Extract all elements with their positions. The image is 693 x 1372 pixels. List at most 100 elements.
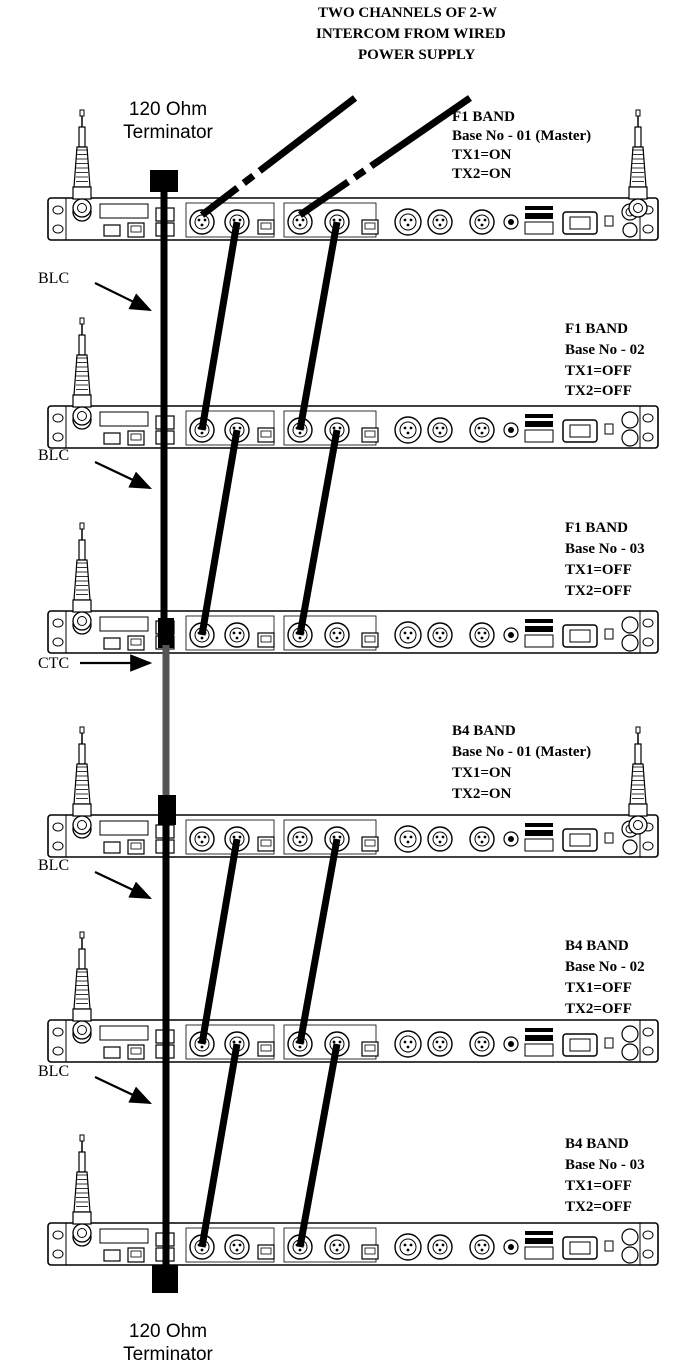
tx2-status: TX2=OFF (565, 582, 632, 601)
band-label: B4 BAND (565, 937, 629, 956)
band-label: F1 BAND (565, 519, 628, 538)
intercom-2-cable (300, 430, 337, 635)
rj45-jack (128, 1045, 144, 1059)
rj45-jack (128, 840, 144, 854)
blc-label-2: BLC (38, 447, 69, 465)
telex-logo (525, 823, 553, 827)
rj45-jack (258, 220, 274, 234)
transmit-jack (623, 223, 637, 237)
model-display (100, 412, 148, 426)
mounting-hole (53, 206, 63, 214)
ctc-connector (158, 795, 176, 825)
mounting-hole (643, 1028, 653, 1036)
mounting-hole (53, 414, 63, 422)
rj45-jack (362, 428, 378, 442)
model-display (100, 1026, 148, 1040)
relay-contact-jack (104, 842, 120, 853)
telex-logo (525, 206, 553, 210)
base-number-label: Base No - 01 (Master) (452, 127, 591, 146)
rj45-jack (362, 1042, 378, 1056)
telex-logo (525, 1028, 553, 1032)
band-label: F1 BAND (565, 320, 628, 339)
relay-contact-jack (104, 1047, 120, 1058)
rj45-jack (128, 636, 144, 650)
tx2-status: TX2=OFF (565, 382, 632, 401)
mounting-hole (53, 619, 63, 627)
blc-arrow-2 (95, 462, 150, 488)
intercom-2-cable (300, 839, 337, 1044)
mounting-hole (53, 1028, 63, 1036)
weee-icon (605, 629, 613, 639)
tx2-status: TX2=ON (452, 785, 511, 804)
antenna-icon (73, 1135, 91, 1242)
band-label: F1 BAND (452, 108, 515, 127)
mounting-hole (643, 842, 653, 850)
blc-arrow-3 (95, 872, 150, 898)
model-display (100, 821, 148, 835)
ctc-label: CTC (38, 655, 69, 673)
rj45-jack (258, 633, 274, 647)
mounting-hole (53, 1047, 63, 1055)
mounting-hole (643, 414, 653, 422)
weee-icon (605, 424, 613, 434)
blc-label-3: BLC (38, 857, 69, 875)
rj45-jack (362, 837, 378, 851)
mounting-hole (643, 433, 653, 441)
terminator-bottom-line-1: 120 Ohm (108, 1320, 228, 1343)
antenna-icon (73, 318, 91, 425)
telex-logo (525, 619, 553, 623)
mounting-hole (643, 619, 653, 627)
terminator-top-line-1: 120 Ohm (108, 98, 228, 121)
tx1-status: TX1=OFF (565, 561, 632, 580)
mounting-hole (643, 1250, 653, 1258)
header-line-2: INTERCOM FROM WIRED (316, 25, 506, 44)
terminator-plug-bottom (152, 1265, 178, 1293)
transmit-jack (622, 1229, 638, 1245)
intercom-2-cable (300, 222, 337, 430)
model-display (100, 204, 148, 218)
mounting-hole (53, 433, 63, 441)
transmit-jack (622, 1044, 638, 1060)
rj45-jack (258, 837, 274, 851)
intercom-2-cable (300, 1044, 337, 1247)
base-number-label: Base No - 02 (565, 958, 645, 977)
rj45-jack (362, 1245, 378, 1259)
mounting-hole (53, 225, 63, 233)
rj45-jack (362, 220, 378, 234)
tx2-status: TX2=OFF (565, 1000, 632, 1019)
transmit-jack (622, 412, 638, 428)
band-label: B4 BAND (452, 722, 516, 741)
transmit-jack (622, 1026, 638, 1042)
base-number-label: Base No - 02 (565, 341, 645, 360)
mounting-hole (643, 1047, 653, 1055)
tx1-status: TX1=ON (452, 146, 511, 165)
antenna-icon (73, 110, 91, 217)
mounting-hole (53, 638, 63, 646)
mounting-hole (643, 225, 653, 233)
model-display (100, 617, 148, 631)
base-number-label: Base No - 01 (Master) (452, 743, 591, 762)
weee-icon (605, 1241, 613, 1251)
mounting-hole (53, 823, 63, 831)
blc-label-1: BLC (38, 270, 69, 288)
weee-icon (605, 1038, 613, 1048)
relay-contact-jack (104, 433, 120, 444)
band-label: B4 BAND (565, 1135, 629, 1154)
mounting-hole (53, 1250, 63, 1258)
tx2-status: TX2=OFF (565, 1198, 632, 1217)
intercom-1-cable (202, 430, 237, 635)
rj45-jack (258, 1245, 274, 1259)
telex-logo (525, 1231, 553, 1235)
rj45-jack (128, 431, 144, 445)
mounting-hole (643, 1231, 653, 1239)
ctc-connector (158, 618, 174, 648)
rj45-jack (128, 1248, 144, 1262)
model-display (100, 1229, 148, 1243)
tx1-status: TX1=OFF (565, 1177, 632, 1196)
transmit-jack (622, 617, 638, 633)
intercom-1-cable (202, 839, 237, 1044)
tx1-status: TX1=OFF (565, 362, 632, 381)
terminator-plug-top (150, 170, 178, 192)
blc-label-4: BLC (38, 1063, 69, 1081)
intercom-1-cable (202, 1044, 237, 1247)
